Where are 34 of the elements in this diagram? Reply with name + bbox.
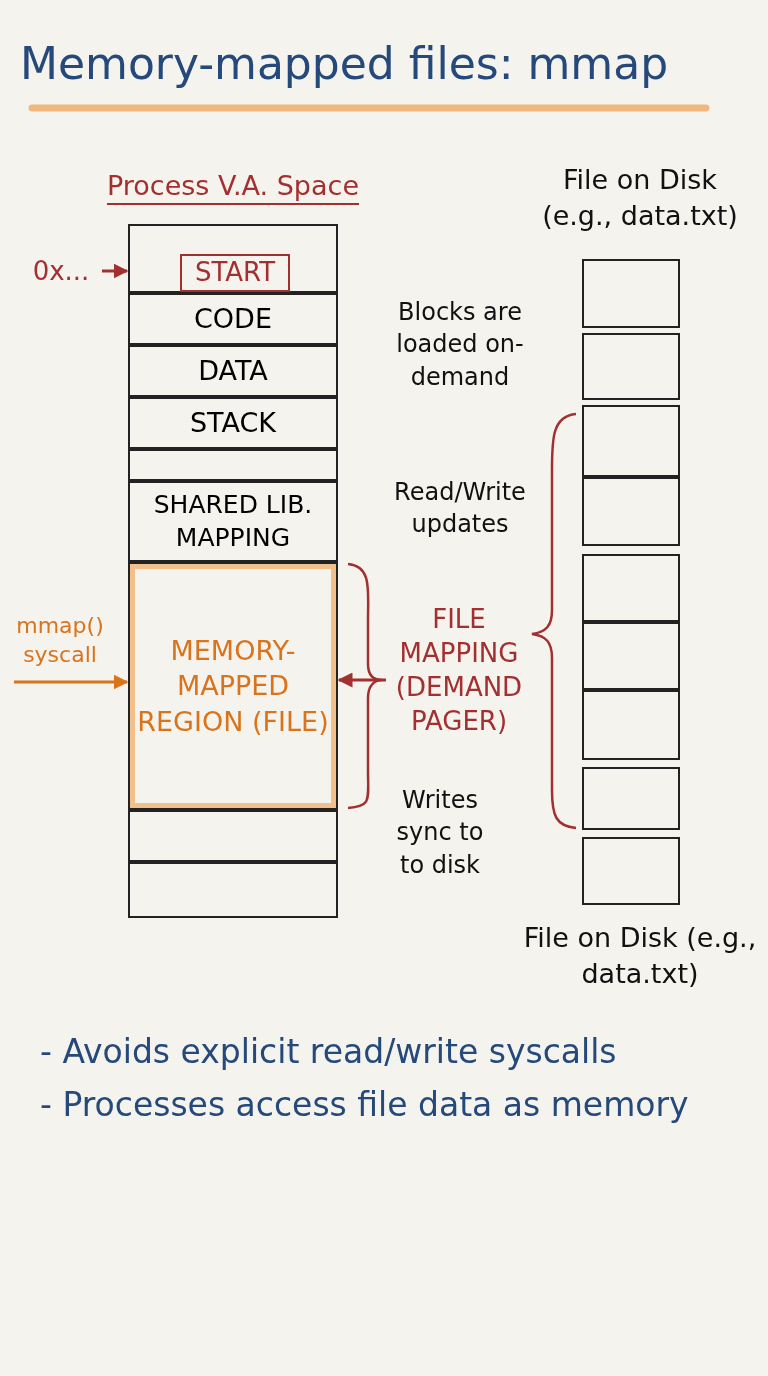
memory-slot	[128, 449, 338, 481]
column-heading: Process V.A. Space	[106, 169, 360, 203]
memory-slot: CODE	[128, 293, 338, 345]
disk-block	[582, 405, 680, 477]
memory-slot: SHARED LIB. MAPPING	[128, 481, 338, 562]
arrow	[337, 672, 386, 688]
disk-block	[582, 554, 680, 622]
annotation: Writes sync to to disk	[395, 785, 485, 881]
memory-slot: DATA	[128, 345, 338, 397]
address-label: 0x...	[20, 252, 102, 292]
arrow	[102, 263, 129, 279]
disk-block	[582, 622, 680, 690]
disk-block	[582, 690, 680, 760]
disk-block	[582, 477, 680, 546]
arrow	[14, 674, 129, 690]
memory-slot	[128, 224, 338, 293]
annotation: Read/Write updates	[393, 477, 527, 541]
mapped-region-box: MEMORY- MAPPED REGION (FILE)	[128, 562, 338, 810]
disk-block	[582, 259, 680, 328]
bullet-note: - Avoids explicit read/write syscalls	[40, 1031, 618, 1073]
title: Memory-mapped files: mmap	[20, 38, 670, 89]
memory-slot	[128, 862, 338, 918]
start-marker: START	[180, 254, 290, 292]
column-heading: File on Disk (e.g., data.txt)	[541, 163, 739, 234]
memory-slot	[128, 810, 338, 862]
annotation: Blocks are loaded on-demand	[395, 297, 525, 393]
bullet-note: - Processes access file data as memory	[40, 1084, 690, 1126]
file-mapping-label: FILE MAPPING (DEMAND PAGER)	[386, 596, 532, 746]
disk-block	[582, 767, 680, 830]
syscall-label: mmap() syscall	[4, 600, 116, 682]
memory-slot: STACK	[128, 397, 338, 449]
disk-block	[582, 333, 680, 400]
disk-block	[582, 837, 680, 905]
disk-caption: File on Disk (e.g., data.txt)	[522, 921, 758, 992]
